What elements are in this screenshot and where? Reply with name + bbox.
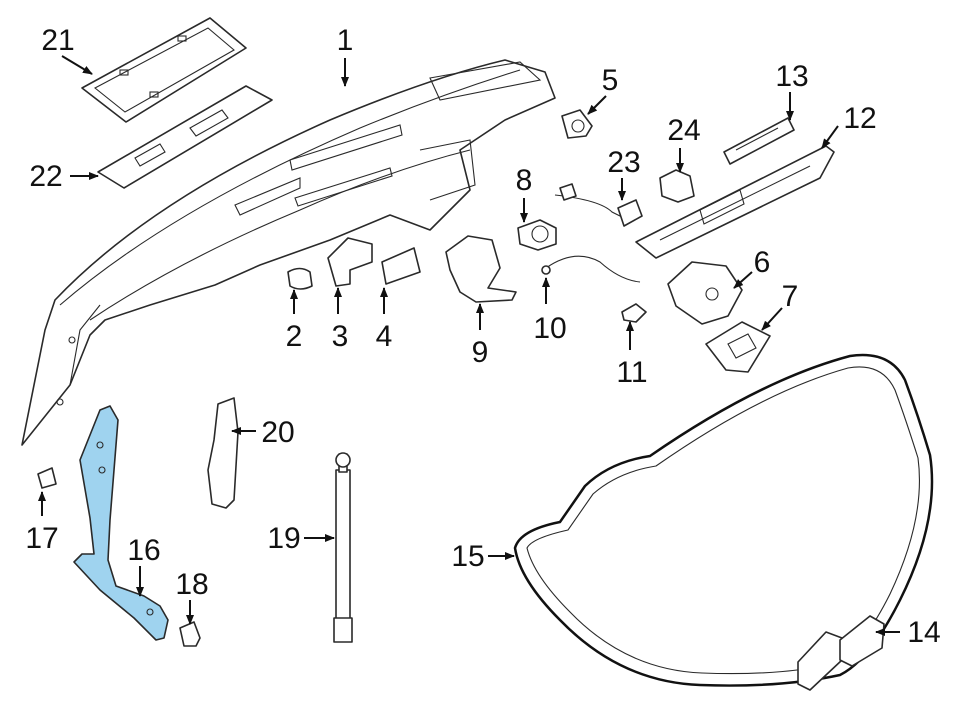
callout-5: 5 <box>602 64 619 97</box>
callout-3: 3 <box>332 320 349 353</box>
callout-6: 6 <box>754 246 771 279</box>
license-plate-frame-part <box>81 17 247 123</box>
callout-labels: 1 2 3 4 5 6 7 8 9 10 11 12 13 14 15 16 1… <box>25 24 940 649</box>
bracket-part <box>327 237 373 287</box>
clip-part <box>621 303 647 323</box>
callout-21: 21 <box>41 24 74 57</box>
callout-22: 22 <box>29 160 62 193</box>
callout-14: 14 <box>907 616 940 649</box>
mount-bracket-part <box>445 235 517 303</box>
callout-24: 24 <box>667 114 700 147</box>
garnish-part <box>635 145 835 259</box>
striker-part <box>705 321 771 373</box>
release-cable-part <box>541 255 641 283</box>
stopper-part <box>37 467 57 489</box>
pad-part <box>381 247 421 285</box>
leader-lines <box>38 55 900 636</box>
callout-13: 13 <box>775 60 808 93</box>
callout-2: 2 <box>286 320 303 353</box>
plug-part <box>561 109 593 139</box>
callout-16: 16 <box>127 534 160 567</box>
latch-part <box>667 261 743 325</box>
harness-part <box>554 183 643 227</box>
actuator-part <box>517 219 557 251</box>
callout-12: 12 <box>843 102 876 135</box>
weatherstrip-part <box>513 353 934 687</box>
hinge-bumper-part <box>179 621 201 647</box>
hinge-reinforcement-part <box>207 397 239 509</box>
trunk-lid-part <box>21 59 556 446</box>
license-plate-bracket-part <box>97 85 273 189</box>
callout-15: 15 <box>451 540 484 573</box>
callout-19: 19 <box>267 522 300 555</box>
gas-strut-part <box>333 452 353 643</box>
trim-strip-part <box>723 117 795 165</box>
trunk-hinge-part <box>73 405 169 641</box>
callout-1: 1 <box>337 24 354 57</box>
callout-8: 8 <box>516 164 533 197</box>
callout-11: 11 <box>616 356 647 389</box>
callout-10: 10 <box>533 312 566 345</box>
callout-7: 7 <box>782 280 799 313</box>
callout-18: 18 <box>175 568 208 601</box>
bracket-pair-part <box>797 615 885 691</box>
callout-23: 23 <box>607 146 640 179</box>
callout-4: 4 <box>376 320 393 353</box>
bumper-part <box>287 267 313 290</box>
hinge-part <box>659 169 695 203</box>
callout-20: 20 <box>261 416 294 449</box>
callout-9: 9 <box>472 336 489 369</box>
callout-17: 17 <box>25 522 58 555</box>
